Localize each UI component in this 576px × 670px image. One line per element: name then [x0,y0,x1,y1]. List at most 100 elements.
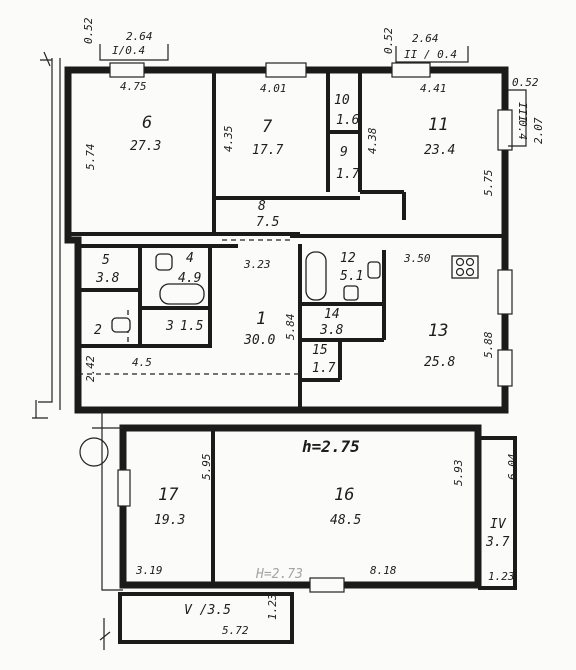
dim-2-64-left: 2.64 [126,30,153,43]
room-6-area: 27.3 [130,139,161,154]
room-4-number: 4 [186,251,194,266]
room-8-area: 7.5 [256,215,280,230]
balcony-iv-wall [478,436,517,590]
toilet-12 [343,285,359,301]
window-7 [265,62,307,78]
window-11-side [497,109,513,151]
room-13-area: 25.8 [424,355,455,370]
round-mark [79,437,109,467]
balcony-v-wall [118,592,294,644]
tick-bottom [99,618,111,650]
room-10-area: 1.6 [336,113,360,128]
dim-2-07: 2.07 [532,117,545,144]
bathtub-4 [159,283,205,305]
balcony-i-label: I/0.4 [112,44,145,57]
room-2-number: 2 [94,323,102,338]
room-5-number: 5 [102,253,110,268]
toilet-2 [111,317,131,333]
lower-block-wall [119,424,482,589]
tick-left-bottom [32,400,48,419]
room-5-area: 3.8 [95,271,120,286]
sink-4 [155,253,173,271]
room-11-area: 23.4 [424,143,455,158]
balcony-ii-label: II / 0.4 [404,48,457,61]
dim-4-41: 4.41 [420,82,447,95]
notes: h=2.75 H=2.73 [255,437,360,582]
room-13-number: 13 [428,321,448,341]
balcony-v-label: V /3.5 [184,603,231,618]
room-15-number: 15 [312,343,328,358]
dim-1-23-right: 1.23 [488,570,515,583]
room-10-number: 10 [334,93,350,108]
dim-4-35: 4.35 [222,126,235,153]
dim-5-72: 5.72 [222,624,249,637]
room-1-number: 1 [256,309,266,329]
room-7-number: 7 [262,117,273,137]
windows [109,62,513,593]
room-9-area: 1.7 [336,167,360,182]
dim-4-75: 4.75 [120,80,147,93]
burner-1 [455,257,465,267]
window-6 [109,62,145,78]
dim-0-52-mid: 0.52 [382,27,395,54]
upper-block-wall [64,66,509,414]
dimensions: 2.64 2.64 0.52 0.52 0.52 4.75 4.01 4.41 … [82,17,545,637]
room-1-area: 30.0 [243,333,275,348]
room-3-number: 3 [165,319,174,334]
room-4-area: 4.9 [178,271,201,286]
room-12-area: 5.1 [340,269,363,284]
room-12-number: 12 [340,251,356,266]
balcony-iv-number: IV [490,517,507,532]
tick-left-top [40,51,52,67]
room-9-number: 9 [340,145,348,160]
dim-2-42: 2.42 [84,355,97,382]
room-16-number: 16 [334,485,354,505]
dim-8-18: 8.18 [370,564,397,577]
left-connector-line [101,410,123,591]
stove-13 [451,255,479,279]
room-14-number: 14 [324,307,340,322]
dim-5-74: 5.74 [84,144,97,171]
bathtub-12 [305,251,327,301]
ceiling-height-note: h=2.75 [302,437,360,456]
dim-4-01: 4.01 [260,82,287,95]
room-3-area: 1.5 [180,319,204,334]
balcony-labels: I/0.4 II / 0.4 III 0.4 IV 3.7 V /3.5 [112,44,529,618]
burner-4 [465,267,475,277]
balcony-iii-number: III [516,102,529,122]
room-labels: 6 27.3 7 17.7 10 1.6 9 1.7 11 23.4 8 7.5… [94,93,455,528]
balcony-i-frame [99,44,169,61]
dim-5-88: 5.88 [482,331,495,358]
window-16 [309,577,345,593]
room-14-area: 3.8 [319,323,344,338]
burner-2 [465,257,475,267]
window-11 [391,62,431,78]
room-11-number: 11 [428,115,448,135]
dim-6-04: 6.04 [506,454,519,481]
dim-4-5: 4.5 [132,356,152,369]
dim-2-64-right: 2.64 [412,32,439,45]
dim-0-52-right: 0.52 [512,76,539,89]
dim-4-38: 4.38 [366,127,379,154]
faint-height-note: H=2.73 [255,567,303,582]
room-8-number: 8 [258,199,266,214]
dim-3-50: 3.50 [403,252,431,265]
balcony-ii-frame [395,46,469,63]
dim-5-84: 5.84 [284,314,297,341]
exterior-walls [38,58,517,644]
dim-3-23: 3.23 [243,258,271,271]
room-17-number: 17 [158,485,179,505]
dim-5-95: 5.95 [200,454,213,481]
balcony-iii-frame [508,89,527,147]
window-17 [117,469,131,507]
dim-1-23-bottom: 1.23 [266,594,279,621]
balcony-brackets [32,44,527,650]
left-outer-line [38,58,53,403]
balcony-iv-area: 3.7 [485,535,510,550]
window-13-b [497,349,513,387]
room-7-area: 17.7 [252,143,283,158]
dim-5-93: 5.93 [452,460,465,487]
dim-0-52-left: 0.52 [82,17,95,44]
room-17-area: 19.3 [154,513,185,528]
